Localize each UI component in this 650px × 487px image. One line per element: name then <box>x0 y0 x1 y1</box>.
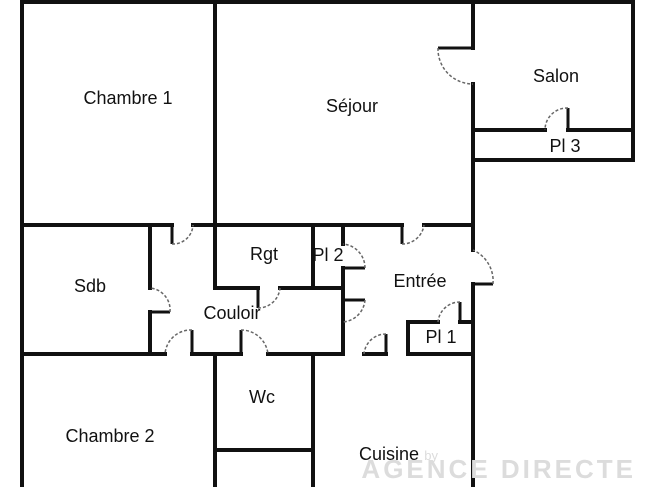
room-label-pl2: Pl 2 <box>312 245 343 265</box>
room-label-pl1: Pl 1 <box>425 327 456 347</box>
watermark-by: by <box>424 448 438 463</box>
room-label-chambre-2: Chambre 2 <box>65 426 154 446</box>
room-label-salon: Salon <box>533 66 579 86</box>
room-label-entree: Entrée <box>393 271 446 291</box>
room-label-sejour: Séjour <box>326 96 378 116</box>
room-labels: Chambre 1 Séjour Salon Pl 3 Sdb Rgt Pl 2… <box>65 66 580 464</box>
room-label-sdb: Sdb <box>74 276 106 296</box>
room-label-couloir: Couloir <box>203 303 260 323</box>
door-swing-arcs <box>149 47 569 355</box>
room-label-cuisine: Cuisine <box>359 444 419 464</box>
room-label-pl3: Pl 3 <box>549 136 580 156</box>
room-label-rgt: Rgt <box>250 244 278 264</box>
walls <box>20 0 635 487</box>
watermark-logo: AGENCE DIRECTE <box>361 454 636 484</box>
room-label-wc: Wc <box>249 387 275 407</box>
room-label-chambre-1: Chambre 1 <box>83 88 172 108</box>
door-leaves <box>150 46 570 354</box>
